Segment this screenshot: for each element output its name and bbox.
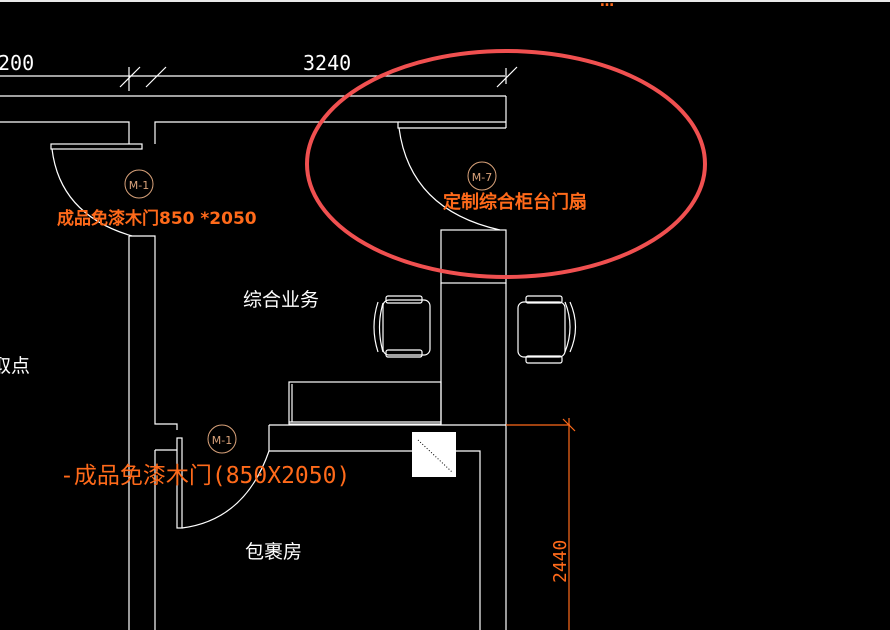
door-label-highlighted: 定制综合柜台门扇 [443, 191, 587, 213]
room-label-general-business: 综合业务 [243, 289, 319, 311]
door-label-bottom: -成品免漆木门(850X2050) [60, 463, 350, 489]
door-m1-top-swing [51, 148, 133, 237]
dimension-right: 2440 [550, 540, 571, 583]
door-tag-m1-top: M-1 [129, 179, 149, 192]
dimension-line-right [562, 418, 576, 630]
counter-panel [440, 229, 507, 284]
door-tag-m1-top-circle [124, 169, 154, 199]
floor-plan-lines [0, 66, 577, 630]
room-label-left-partial: 取点 [0, 355, 30, 377]
door-tag-m1-bottom-circle [207, 424, 237, 454]
door-tag-m1-bottom: M-1 [212, 434, 232, 447]
desk [288, 381, 442, 425]
door-m1-top-frame [50, 143, 143, 150]
door-m1-bottom-swing [181, 450, 270, 529]
dimension-left-partial: 200 [0, 51, 34, 75]
door-label-top-left: 成品免漆木门850 *2050 [57, 208, 257, 229]
door-m1-bottom-leaf [176, 437, 183, 529]
door-m7-swing [398, 127, 501, 231]
dimension-top: 3240 [303, 51, 351, 75]
room-label-parcel-room: 包裹房 [245, 541, 302, 563]
chair-left [373, 295, 431, 358]
top-cut-label: … [600, 0, 614, 10]
chair-right [517, 295, 577, 364]
highlight-ellipse [305, 49, 707, 279]
door-tag-m7-circle [467, 161, 497, 191]
door-tag-m7: M-7 [472, 171, 492, 184]
window-top-border [0, 0, 890, 2]
